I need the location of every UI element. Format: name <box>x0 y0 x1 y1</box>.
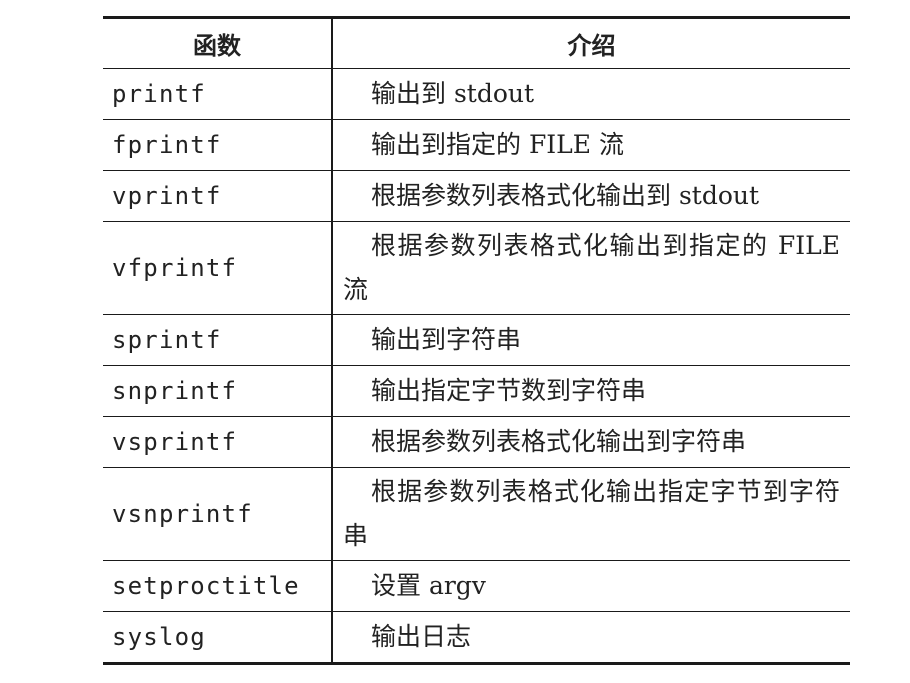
table-row: fprintf 输出到指定的 FILE 流 <box>103 119 850 171</box>
header-description: 介绍 <box>567 32 616 60</box>
function-name: printf <box>103 68 333 120</box>
function-description: 输出到字符串 <box>371 325 522 354</box>
function-name: syslog <box>103 611 333 664</box>
table-row: setproctitle 设置 argv <box>103 560 850 612</box>
function-description: 输出到指定的 FILE 流 <box>371 130 624 159</box>
header-function: 函数 <box>103 17 333 69</box>
function-name: snprintf <box>103 365 333 417</box>
function-name: vprintf <box>103 170 333 222</box>
table-header-row: 函数 介绍 <box>103 17 850 69</box>
function-description: 输出日志 <box>371 622 472 651</box>
table-row: sprintf 输出到字符串 <box>103 314 850 366</box>
function-name: fprintf <box>103 119 333 171</box>
function-name: vsprintf <box>103 416 333 468</box>
function-description: 根据参数列表格式化输出到指定的 FILE 流 <box>343 231 840 304</box>
function-name: sprintf <box>103 314 333 366</box>
function-table: 函数 介绍 printf 输出到 stdout fprintf 输出到指定的 F… <box>103 16 850 665</box>
table-row: vsnprintf 根据参数列表格式化输出指定字节到字符串 <box>103 467 850 561</box>
function-name: vfprintf <box>103 221 333 315</box>
function-description: 根据参数列表格式化输出指定字节到字符串 <box>343 477 840 550</box>
function-name: vsnprintf <box>103 467 333 561</box>
table-row: snprintf 输出指定字节数到字符串 <box>103 365 850 417</box>
table-row: vfprintf 根据参数列表格式化输出到指定的 FILE 流 <box>103 221 850 315</box>
function-description: 设置 argv <box>371 571 486 600</box>
table-row: vsprintf 根据参数列表格式化输出到字符串 <box>103 416 850 468</box>
function-description: 输出到 stdout <box>371 79 535 108</box>
function-name: setproctitle <box>103 560 333 612</box>
table-row: printf 输出到 stdout <box>103 68 850 120</box>
table-row: vprintf 根据参数列表格式化输出到 stdout <box>103 170 850 222</box>
table-row: syslog 输出日志 <box>103 611 850 664</box>
function-description: 输出指定字节数到字符串 <box>371 376 647 405</box>
function-description: 根据参数列表格式化输出到 stdout <box>371 181 760 210</box>
function-table-container: 函数 介绍 printf 输出到 stdout fprintf 输出到指定的 F… <box>103 16 850 665</box>
function-description: 根据参数列表格式化输出到字符串 <box>371 427 747 456</box>
